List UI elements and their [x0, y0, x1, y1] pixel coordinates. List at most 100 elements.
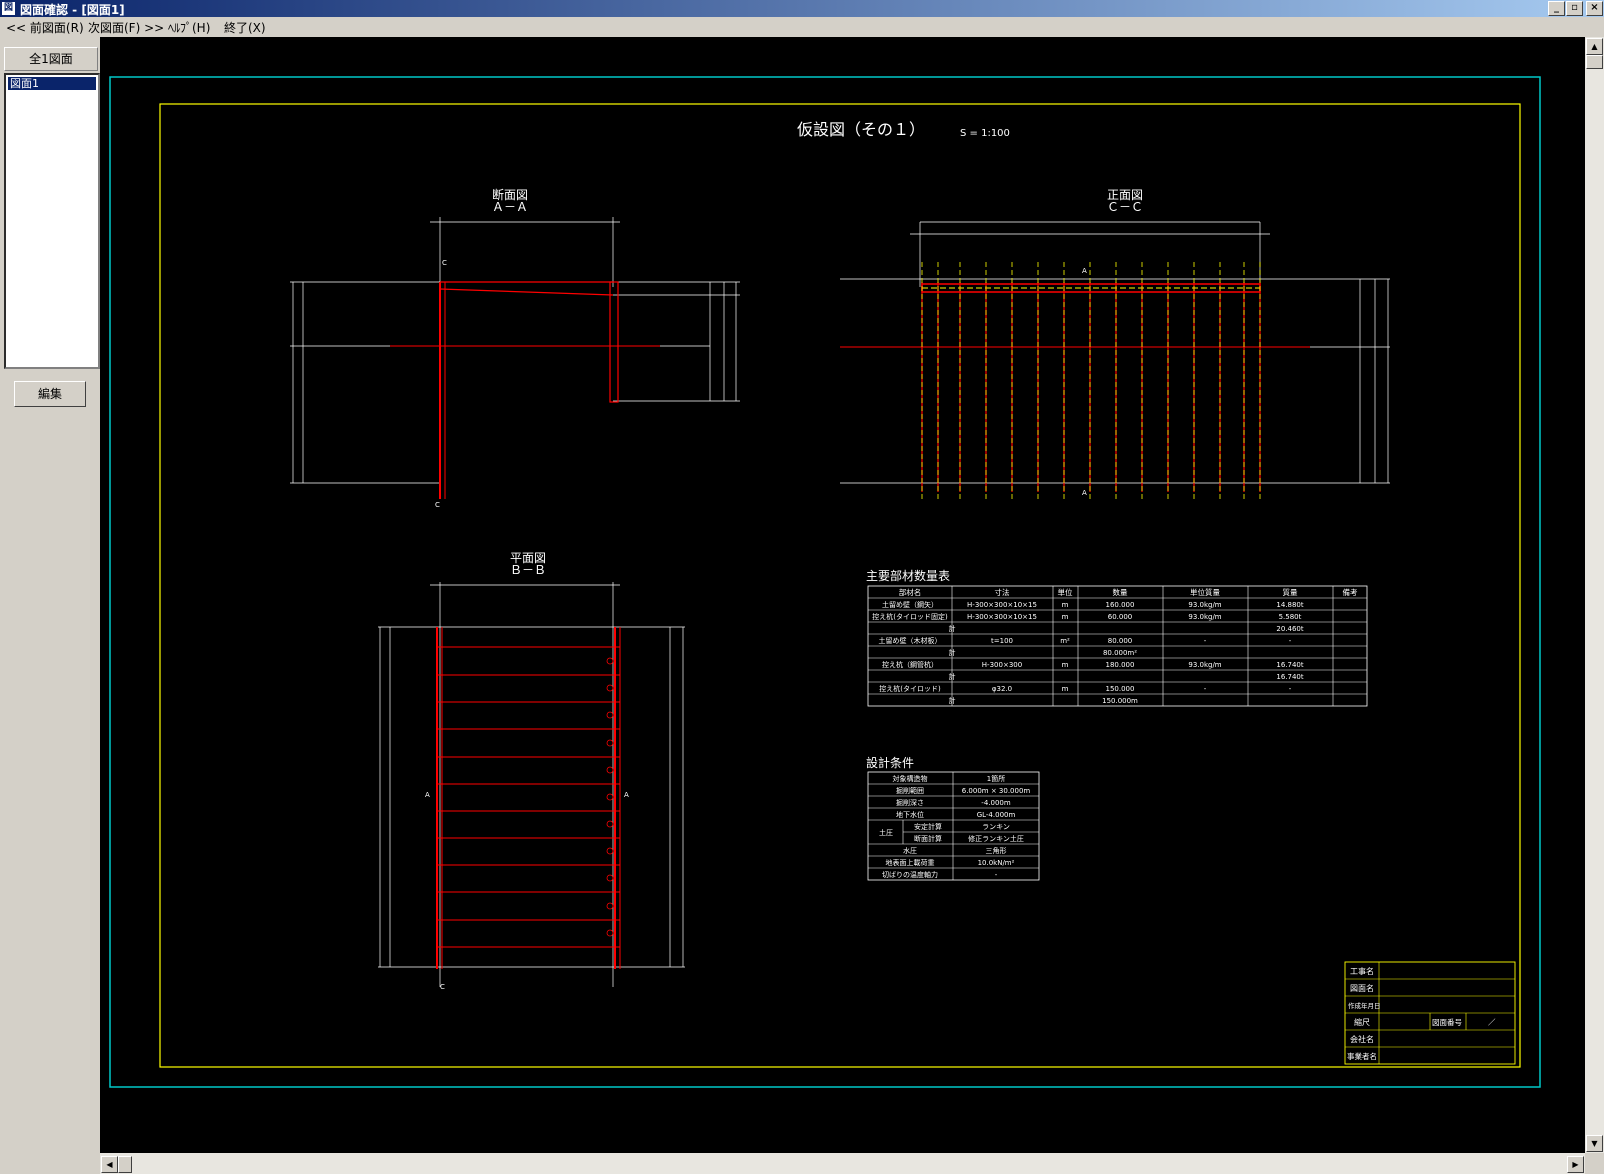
menu-help[interactable]: ﾍﾙﾌﾟ(H)	[168, 21, 211, 35]
svg-text:C: C	[435, 501, 440, 509]
mt-cell: m	[1062, 601, 1069, 609]
title-block: 工事名 図面名 作成年月日 縮尺 会社名 事業者名 図面番号 ／	[1344, 961, 1516, 1065]
mt-cell: φ32.0	[992, 685, 1012, 693]
ct-cell: ランキン	[982, 823, 1010, 831]
section-aa-name: 断面図	[492, 187, 528, 202]
mt-cell: 16.740t	[1276, 661, 1303, 669]
mt-cell: 計	[949, 624, 956, 633]
mt-cell: 土留め壁（鋼矢）	[882, 600, 938, 609]
mt-cell: 控え杭（鋼管杭）	[882, 660, 938, 669]
sheet-panel: 全1図面 図面1 編集	[0, 37, 100, 1174]
mt-cell: 60.000	[1108, 613, 1133, 621]
tb-drawing-number-value: ／	[1488, 1018, 1496, 1027]
materials-table: 主要部材数量表 部材名 寸法 単位 数量 単位質量 質量 備考 土留め壁（鋼矢）…	[866, 568, 1368, 707]
horizontal-scrollbar[interactable]: ◀ ▶	[100, 1153, 1585, 1174]
mt-cell: 土留め壁（木材板）	[879, 636, 942, 645]
mt-cell: H-300×300	[982, 661, 1022, 669]
mt-header: 単位質量	[1190, 587, 1220, 597]
ct-cell: 水圧	[903, 846, 917, 855]
menu-next-drawing[interactable]: 次図面(F) >>	[88, 21, 165, 35]
mt-cell: 180.000	[1106, 661, 1135, 669]
title-bar: 図 図面確認 - [図面1] _ ▫ ×	[0, 0, 1604, 17]
sheet-list-item[interactable]: 図面1	[8, 77, 96, 90]
ct-cell: 6.000m × 30.000m	[962, 787, 1031, 795]
mt-cell: m	[1062, 685, 1069, 693]
scroll-left-icon[interactable]: ◀	[101, 1156, 118, 1173]
mt-cell: 93.0kg/m	[1188, 661, 1221, 669]
mt-cell: 5.580t	[1279, 613, 1302, 621]
menu-prev-drawing[interactable]: << 前図面(R)	[6, 21, 84, 35]
scrollbar-corner	[1585, 1153, 1604, 1174]
mt-cell: -	[1289, 685, 1292, 693]
mt-cell: 控え杭(タイロッド)	[879, 684, 941, 693]
ct-cell: 地下水位	[896, 810, 924, 819]
section-aa-mark: Ａ－Ａ	[492, 200, 528, 214]
mt-cell: m	[1062, 661, 1069, 669]
edit-button[interactable]: 編集	[14, 381, 86, 407]
conditions-table-title: 設計条件	[866, 755, 914, 770]
ct-cell: 修正ランキン土圧	[968, 834, 1024, 843]
close-button[interactable]: ×	[1586, 1, 1603, 16]
scroll-right-icon[interactable]: ▶	[1567, 1156, 1584, 1173]
mt-cell: m²	[1060, 637, 1070, 645]
drawing-canvas[interactable]: 仮設図（その１） S = 1:100 断面図 Ａ－Ａ C C 正面図	[100, 37, 1585, 1153]
mt-cell: 控え杭(タイロッド固定)	[872, 612, 948, 621]
section-cc-name: 正面図	[1107, 188, 1143, 202]
tb-label: 縮尺	[1354, 1017, 1370, 1027]
mt-cell: 160.000	[1106, 601, 1135, 609]
menu-exit[interactable]: 終了(X)	[224, 21, 266, 35]
svg-text:C: C	[442, 259, 447, 267]
restore-button[interactable]: ▫	[1566, 1, 1583, 16]
mt-cell: 16.740t	[1276, 673, 1303, 681]
mt-cell: 93.0kg/m	[1188, 601, 1221, 609]
section-aa-view: 断面図 Ａ－Ａ C C	[290, 187, 740, 509]
svg-text:A: A	[1082, 489, 1087, 497]
scroll-up-icon[interactable]: ▲	[1586, 38, 1603, 55]
sheet-count-header[interactable]: 全1図面	[4, 47, 98, 71]
vertical-scrollbar[interactable]: ▲ ▼	[1585, 37, 1604, 1153]
mt-cell: 150.000	[1106, 685, 1135, 693]
mt-header: 単位	[1058, 587, 1074, 597]
plan-view-bb: 平面図 Ｂ－Ｂ A A C	[378, 551, 685, 991]
plan-bb-name: 平面図	[510, 551, 546, 565]
ct-cell: 掘削深さ	[896, 798, 924, 807]
drawing-scale: S = 1:100	[960, 128, 1010, 139]
section-cc-mark: Ｃ－Ｃ	[1107, 200, 1143, 214]
svg-text:A: A	[624, 791, 629, 799]
mt-header: 部材名	[899, 587, 922, 597]
mt-cell: 20.460t	[1276, 625, 1303, 633]
ct-cell: -	[995, 871, 998, 879]
plan-bb-mark: Ｂ－Ｂ	[510, 563, 546, 577]
mt-cell: 80.000	[1108, 637, 1133, 645]
minimize-button[interactable]: _	[1548, 1, 1565, 16]
tb-label: 工事名	[1350, 966, 1374, 976]
ct-cell: -4.000m	[981, 799, 1011, 807]
mt-header: 質量	[1283, 587, 1299, 597]
mt-cell: -	[1289, 637, 1292, 645]
svg-text:A: A	[1082, 267, 1087, 275]
mt-cell: 計	[949, 672, 956, 681]
front-view-cc: 正面図 Ｃ－Ｃ	[840, 188, 1390, 502]
mt-header: 数量	[1113, 587, 1129, 597]
mt-cell: 14.880t	[1276, 601, 1303, 609]
ct-cell: 三角形	[986, 846, 1007, 855]
svg-text:A: A	[425, 791, 430, 799]
ct-cell: 1箇所	[987, 774, 1005, 783]
mt-header: 備考	[1343, 587, 1359, 597]
svg-text:C: C	[440, 983, 445, 991]
mt-cell: m	[1062, 613, 1069, 621]
mt-cell: 150.000m	[1102, 697, 1138, 705]
sheet-list[interactable]: 図面1	[4, 73, 100, 369]
scroll-down-icon[interactable]: ▼	[1586, 1135, 1603, 1152]
ct-cell: 断面計算	[914, 834, 942, 843]
window-title: 図面確認 - [図面1]	[20, 3, 125, 17]
horizontal-scroll-thumb[interactable]	[118, 1156, 132, 1173]
tb-label: 作成年月日	[1348, 1001, 1381, 1010]
vertical-scroll-thumb[interactable]	[1586, 55, 1603, 69]
inner-frame	[159, 103, 1521, 1068]
ct-cell: 土圧	[879, 828, 893, 837]
mt-cell: t=100	[991, 637, 1013, 645]
outer-frame	[109, 76, 1541, 1088]
mt-cell: 計	[949, 648, 956, 657]
ct-cell: 10.0kN/m²	[978, 859, 1015, 867]
